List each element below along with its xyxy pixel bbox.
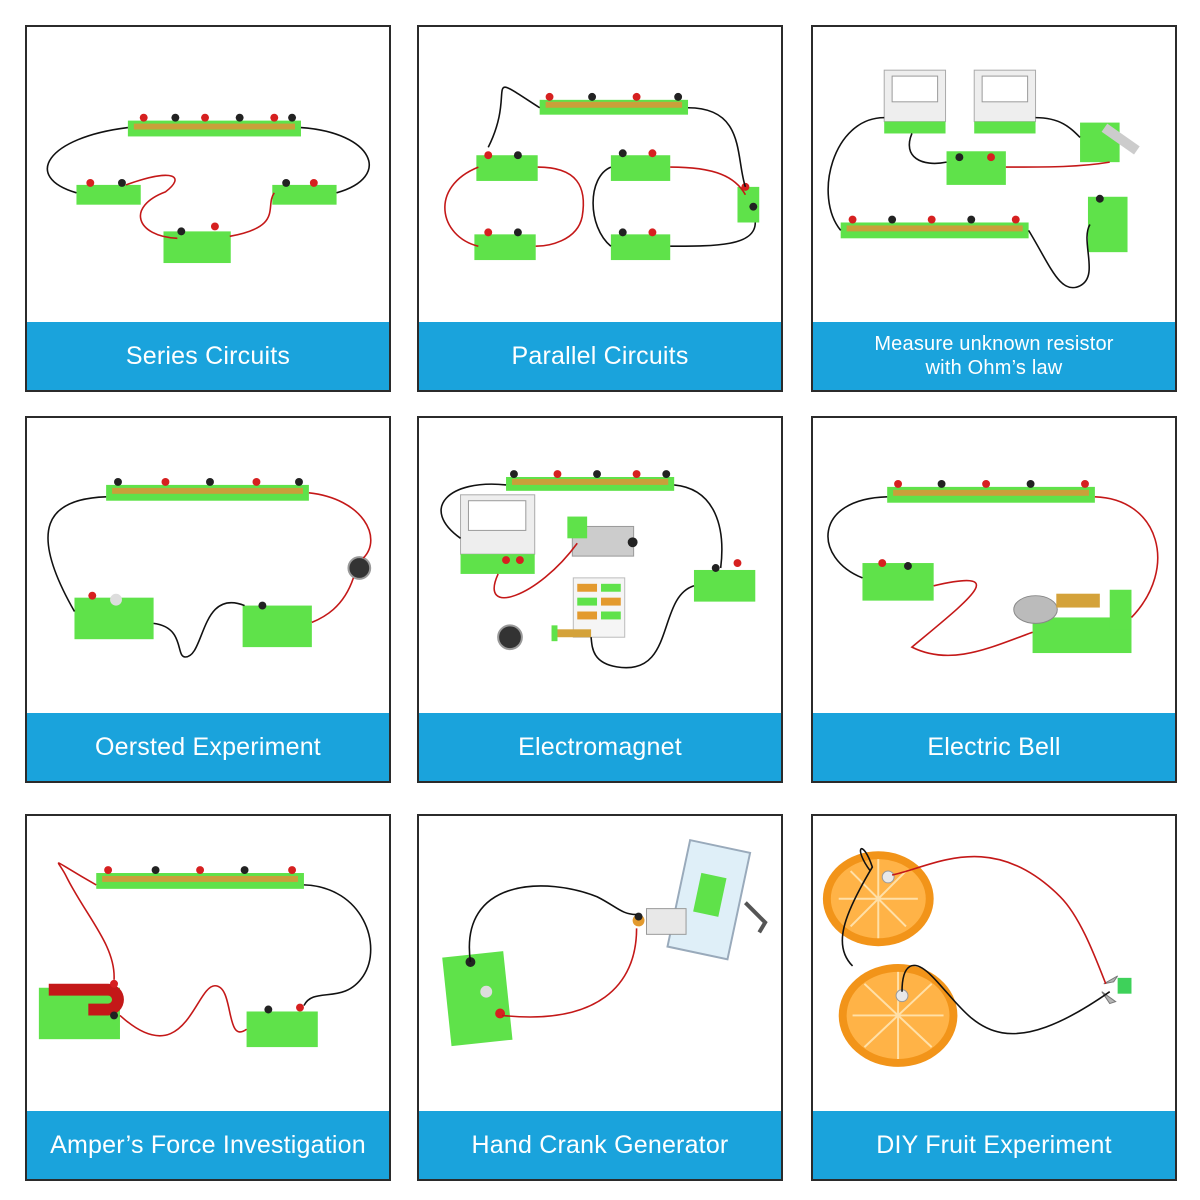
caption-line: Electric Bell [927, 732, 1061, 761]
caption-diy-fruit-experiment: DIY Fruit Experiment [813, 1111, 1175, 1179]
caption-hand-crank-generator: Hand Crank Generator [419, 1111, 781, 1179]
caption-line: Amper’s Force Investigation [50, 1130, 366, 1159]
panel-parallel-circuits: Parallel Circuits [417, 25, 783, 392]
panel-electric-bell: Electric Bell [811, 416, 1177, 783]
ampere-force-illustration [38, 862, 372, 1048]
panel-oersted-experiment: Oersted Experiment [25, 416, 391, 783]
caption-line: Electromagnet [518, 732, 682, 761]
caption-electric-bell: Electric Bell [813, 713, 1175, 781]
panel-ohms-law: Measure unknown resistor with Ohm’s law [811, 25, 1177, 392]
caption-parallel-circuits: Parallel Circuits [419, 322, 781, 390]
electric-bell-illustration [827, 479, 1159, 657]
electromagnet-illustration [440, 470, 756, 669]
panel-hand-crank-generator: Hand Crank Generator [417, 814, 783, 1181]
caption-line: Hand Crank Generator [471, 1130, 729, 1159]
hand-crank-generator-illustration [442, 838, 768, 1047]
caption-oersted-experiment: Oersted Experiment [27, 713, 389, 781]
oersted-illustration [47, 477, 372, 658]
caption-ohms-law: Measure unknown resistor with Ohm’s law [813, 322, 1175, 390]
caption-line: DIY Fruit Experiment [876, 1130, 1112, 1159]
series-circuit-illustration [46, 113, 370, 264]
caption-series-circuits: Series Circuits [27, 322, 389, 390]
panel-diy-fruit-experiment: DIY Fruit Experiment [811, 814, 1177, 1181]
caption-line: Series Circuits [125, 341, 291, 370]
parallel-circuit-illustration [444, 86, 760, 261]
caption-line: Oersted Experiment [95, 732, 321, 761]
caption-line: Measure unknown resistor [874, 333, 1114, 355]
ohms-law-illustration [827, 69, 1140, 289]
panel-electromagnet: Electromagnet [417, 416, 783, 783]
panel-ampere-force: Amper’s Force Investigation [25, 814, 391, 1181]
panel-series-circuits: Series Circuits [25, 25, 391, 392]
caption-ampere-force: Amper’s Force Investigation [27, 1111, 389, 1179]
caption-electromagnet: Electromagnet [419, 713, 781, 781]
caption-line: with Ohm’s law [925, 357, 1063, 379]
caption-line: Parallel Circuits [511, 341, 689, 370]
fruit-experiment-illustration [822, 847, 1132, 1067]
